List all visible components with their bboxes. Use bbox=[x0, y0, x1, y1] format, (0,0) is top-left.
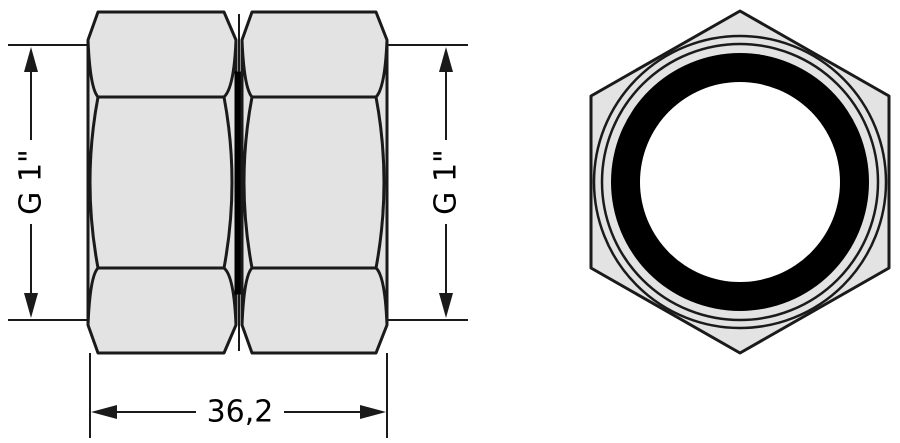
right-hex-nut bbox=[240, 10, 389, 355]
side-view bbox=[86, 10, 389, 355]
left-nut-mid-curve-left bbox=[88, 96, 100, 269]
left-nut-mid-curve-right bbox=[222, 96, 234, 269]
left-thread-label: G 1" bbox=[14, 149, 49, 215]
dimension-lines bbox=[8, 44, 468, 438]
right-nut-mid-curve-left bbox=[242, 96, 254, 269]
right-nut-top-flat bbox=[240, 39, 389, 99]
front-view bbox=[589, 9, 891, 355]
width-dimension-label: 36,2 bbox=[207, 395, 274, 430]
right-nut-outline bbox=[240, 10, 389, 355]
arrow-left-up-icon bbox=[24, 47, 38, 72]
arrow-bottom-right-icon bbox=[360, 405, 386, 419]
left-nut-top-flat bbox=[86, 39, 238, 99]
arrow-left-down-icon bbox=[24, 293, 38, 318]
arrow-bottom-left-icon bbox=[91, 405, 117, 419]
left-nut-outline bbox=[86, 10, 238, 355]
left-hex-nut bbox=[86, 10, 238, 355]
right-nut-mid-curve-right bbox=[374, 96, 386, 269]
arrow-right-up-icon bbox=[439, 47, 453, 72]
front-outer-circle bbox=[592, 34, 888, 330]
right-nut-bottom-flat bbox=[240, 266, 389, 326]
front-bore bbox=[640, 82, 840, 282]
left-nut-bottom-flat bbox=[86, 266, 238, 326]
right-thread-label: G 1" bbox=[429, 149, 464, 215]
arrow-right-down-icon bbox=[439, 293, 453, 318]
